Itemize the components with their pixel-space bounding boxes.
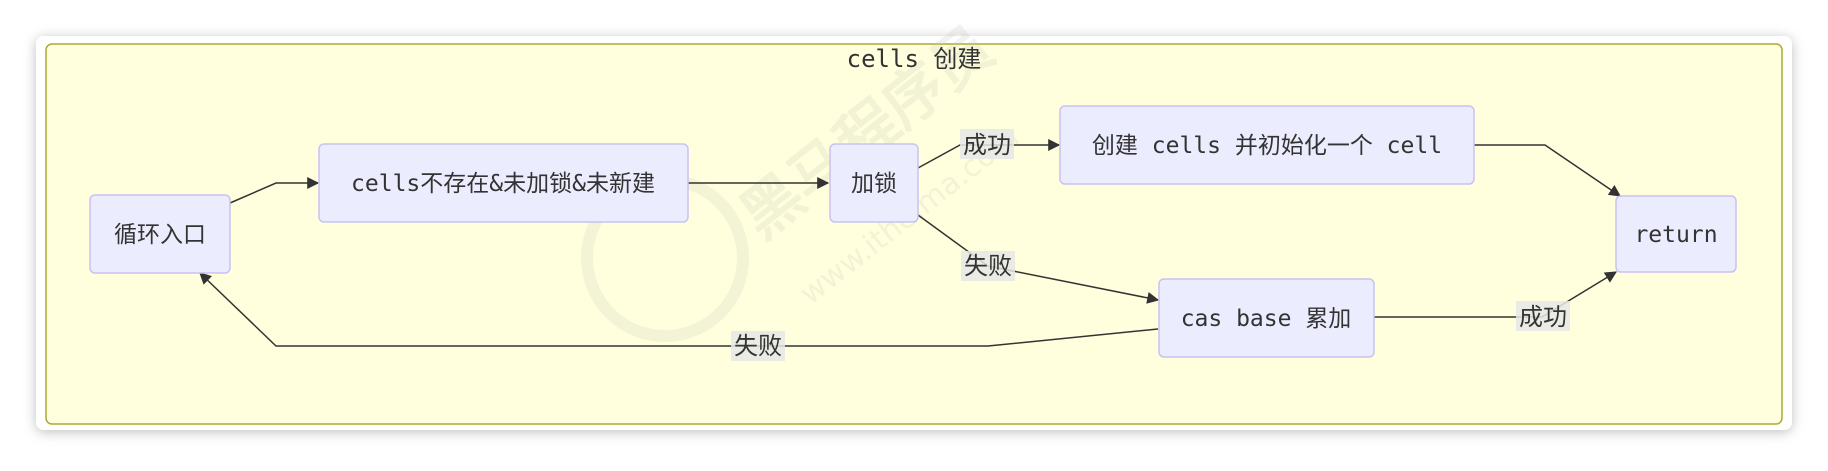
label-bg-lock-fail xyxy=(961,251,1015,281)
edge-create-to-return xyxy=(1474,144,1621,197)
label-cas-fail: 失败 xyxy=(734,332,782,360)
node-check-cells-label: cells不存在&未加锁&未新建 xyxy=(351,171,655,197)
label-cas-success: 成功 xyxy=(1519,303,1567,331)
node-loop-entry-label: 循环入口 xyxy=(114,222,206,248)
edge-labels: 成功 失败 成功 失败 xyxy=(731,129,1570,361)
subgraph-title: cells 创建 xyxy=(847,45,982,73)
label-lock-fail: 失败 xyxy=(964,252,1012,280)
label-bg-lock-success xyxy=(960,129,1014,159)
node-cas-base[interactable]: cas base 累加 xyxy=(1158,278,1375,358)
edge-cas-to-loop xyxy=(199,272,1159,347)
label-lock-success: 成功 xyxy=(963,131,1011,159)
edge-loop-to-check xyxy=(229,177,320,204)
node-return[interactable]: return xyxy=(1615,195,1737,273)
node-lock-label: 加锁 xyxy=(851,171,897,197)
node-lock[interactable]: 加锁 xyxy=(829,143,919,223)
label-bg-cas-success xyxy=(1516,301,1570,331)
node-return-label: return xyxy=(1634,222,1717,248)
node-create-cells[interactable]: 创建 cells 并初始化一个 cell xyxy=(1059,105,1475,185)
node-cas-base-label: cas base 累加 xyxy=(1181,306,1352,332)
node-check-cells[interactable]: cells不存在&未加锁&未新建 xyxy=(318,143,689,223)
label-bg-cas-fail xyxy=(731,331,785,361)
node-loop-entry[interactable]: 循环入口 xyxy=(89,194,231,274)
node-create-cells-label: 创建 cells 并初始化一个 cell xyxy=(1092,133,1442,159)
